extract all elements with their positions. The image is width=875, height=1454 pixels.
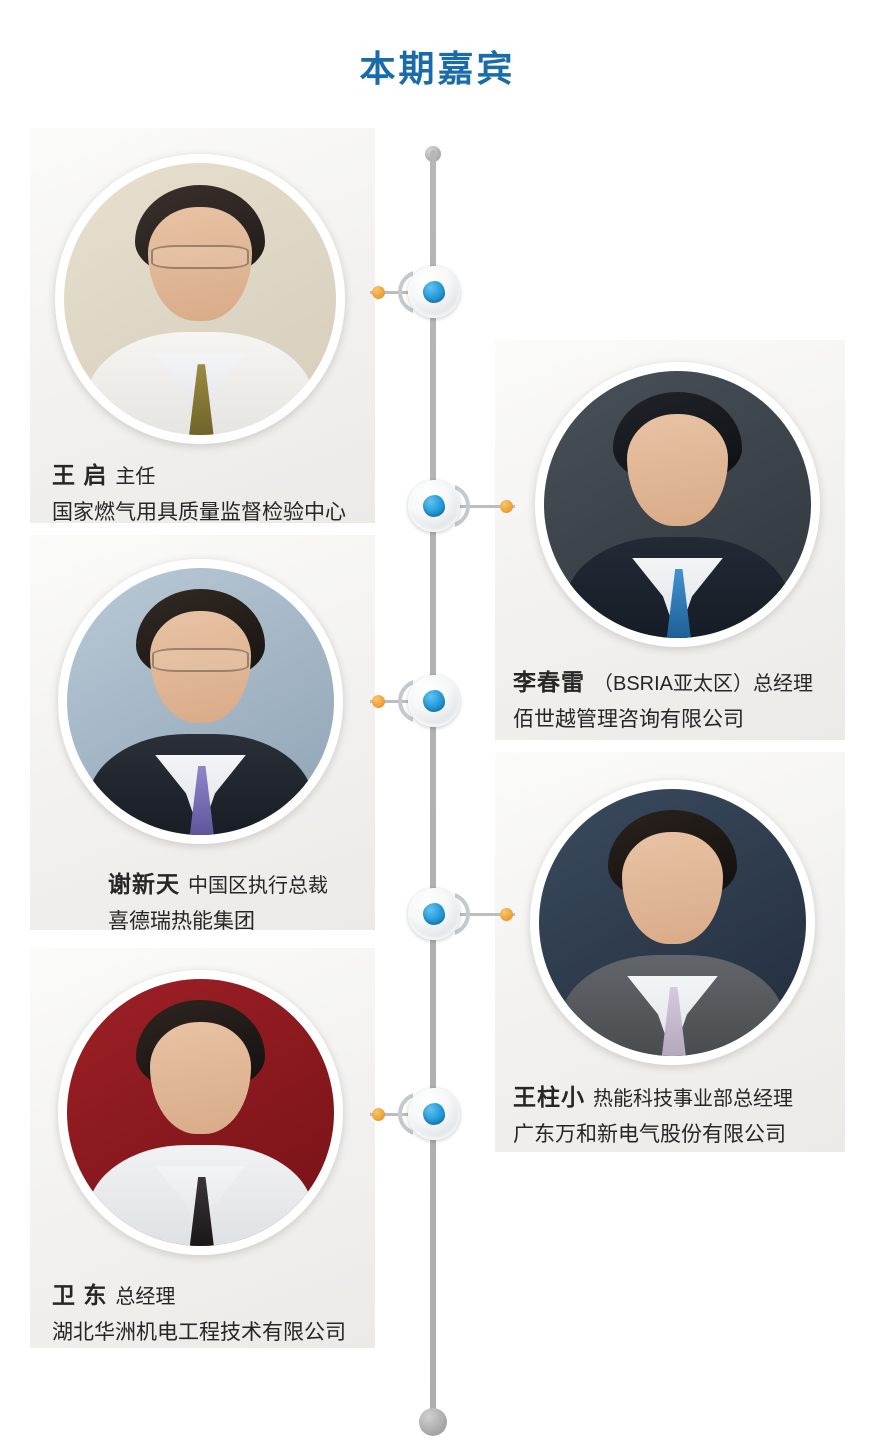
connector-dot-icon: [500, 908, 513, 921]
timeline-connector: [450, 913, 515, 916]
connector-dot-icon: [372, 1108, 385, 1121]
guest-role: 热能科技事业部总经理: [593, 1088, 793, 1110]
guest-caption: 李春雷 （BSRIA亚太区）总经理 佰世越管理咨询有限公司: [513, 665, 813, 735]
guest-role: （BSRIA亚太区）总经理: [593, 673, 814, 695]
page-title: 本期嘉宾: [359, 48, 516, 89]
blue-droplet-icon: [423, 903, 445, 925]
blue-droplet-icon: [423, 281, 445, 303]
portrait-image-3: [67, 568, 334, 835]
timeline-node-3[interactable]: [398, 675, 460, 727]
guest-caption: 王 启主任 国家燃气用具质量监督检验中心: [52, 458, 346, 528]
guest-role: 主任: [115, 466, 156, 488]
timeline-spine: [430, 150, 436, 1422]
guest-organization: 广东万和新电气股份有限公司: [513, 1122, 786, 1146]
avatar: [58, 970, 343, 1255]
timeline-node-1[interactable]: [398, 266, 460, 318]
portrait-image-2: [544, 371, 811, 638]
guest-organization: 国家燃气用具质量监督检验中心: [52, 500, 346, 524]
blue-droplet-icon: [423, 495, 445, 517]
portrait-image-4: [539, 789, 806, 1056]
guest-role: 中国区执行总裁: [188, 875, 328, 897]
portrait-image-1: [64, 163, 336, 435]
guest-organization: 佰世越管理咨询有限公司: [513, 707, 744, 731]
connector-dot-icon: [500, 500, 513, 513]
guest-photo-block: 王 启主任 国家燃气用具质量监督检验中心: [30, 128, 375, 524]
guest-name: 卫 东: [52, 1282, 108, 1308]
guest-role: 总经理: [115, 1286, 176, 1308]
guest-caption: 王柱小热能科技事业部总经理 广东万和新电气股份有限公司: [513, 1080, 793, 1150]
connector-dot-icon: [372, 286, 385, 299]
timeline-end-dot-icon: [419, 1408, 447, 1436]
blue-droplet-icon: [423, 1103, 445, 1125]
guest-name: 王 启: [52, 462, 108, 488]
guest-photo-block: 谢新天中国区执行总裁 喜德瑞热能集团: [30, 535, 375, 933]
guest-name: 谢新天: [108, 871, 180, 897]
guest-name: 李春雷: [513, 669, 585, 695]
timeline-node-5[interactable]: [398, 1088, 460, 1140]
timeline-node-2[interactable]: [408, 480, 470, 532]
blue-droplet-icon: [423, 690, 445, 712]
guest-caption: 卫 东总经理 湖北华洲机电工程技术有限公司: [52, 1278, 346, 1348]
guest-name: 王柱小: [513, 1084, 585, 1110]
guest-organization: 喜德瑞热能集团: [108, 909, 255, 933]
guest-caption: 谢新天中国区执行总裁 喜德瑞热能集团: [108, 867, 328, 937]
avatar: [530, 780, 815, 1065]
guest-photo-block: 卫 东总经理 湖北华洲机电工程技术有限公司: [30, 948, 375, 1348]
avatar: [535, 362, 820, 647]
guest-photo-block: 王柱小热能科技事业部总经理 广东万和新电气股份有限公司: [495, 752, 845, 1152]
guest-photo-block: 李春雷 （BSRIA亚太区）总经理 佰世越管理咨询有限公司: [495, 340, 845, 740]
connector-dot-icon: [372, 695, 385, 708]
timeline-connector: [450, 505, 515, 508]
portrait-image-5: [67, 979, 334, 1246]
avatar: [58, 559, 343, 844]
timeline-node-4[interactable]: [408, 888, 470, 940]
avatar: [55, 154, 345, 444]
guest-organization: 湖北华洲机电工程技术有限公司: [52, 1320, 346, 1344]
